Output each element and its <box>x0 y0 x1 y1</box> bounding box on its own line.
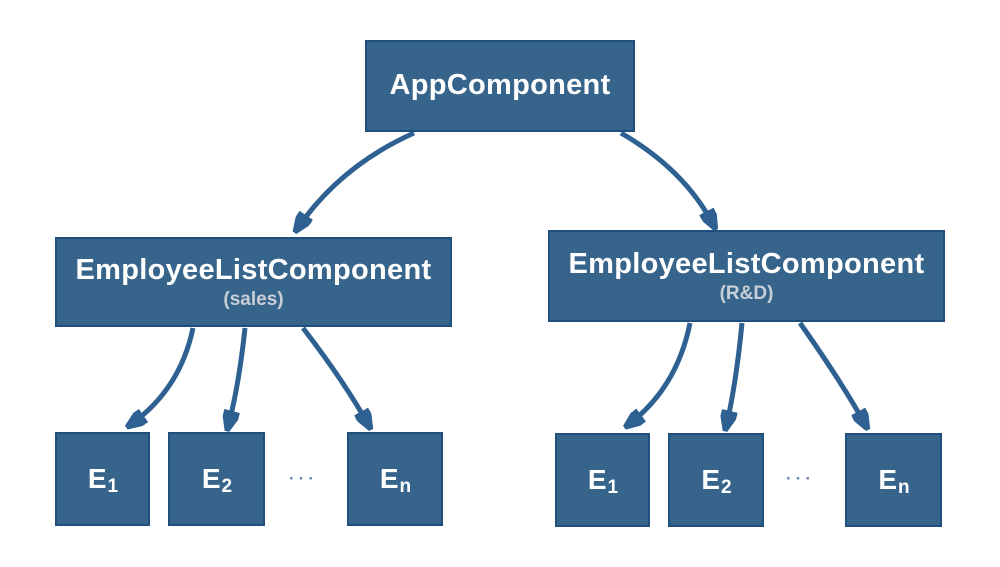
ellipsis-sales: ··· <box>289 469 318 488</box>
node-label: EmployeeListComponent <box>568 248 925 281</box>
node-label: En <box>878 464 910 498</box>
node-employee-list-rnd: EmployeeListComponent (R&D) <box>548 230 945 322</box>
node-label: E2 <box>701 464 732 498</box>
node-employee-sales-1: E1 <box>55 432 150 526</box>
node-employee-sales-2: E2 <box>168 432 265 526</box>
arrow-app-to-sales-list <box>297 130 416 229</box>
node-employee-rnd-1: E1 <box>555 433 650 527</box>
node-label: En <box>379 463 412 497</box>
node-label: EmployeeListComponent <box>75 254 432 287</box>
node-employee-rnd-2: E2 <box>668 433 764 527</box>
node-label: E2 <box>201 463 233 497</box>
arrow-app-to-rnd-list <box>619 130 714 226</box>
node-sublabel: (sales) <box>223 288 284 310</box>
node-sublabel: (R&D) <box>719 282 774 304</box>
arrow-sales-to-en <box>301 326 369 426</box>
arrow-rnd-to-en <box>797 321 866 426</box>
node-label: E1 <box>587 464 619 498</box>
node-employee-list-sales: EmployeeListComponent (sales) <box>55 237 452 327</box>
node-employee-sales-n: En <box>347 432 443 526</box>
ellipsis-rnd: ··· <box>786 469 815 488</box>
node-label: E1 <box>87 463 119 497</box>
arrow-rnd-to-e1 <box>628 322 693 425</box>
arrow-sales-to-e2 <box>228 327 248 427</box>
node-app-component: AppComponent <box>365 40 635 132</box>
arrow-rnd-to-e2 <box>726 322 745 427</box>
arrow-sales-to-e1 <box>130 327 196 425</box>
node-label: AppComponent <box>389 69 611 102</box>
node-employee-rnd-n: En <box>845 433 942 527</box>
